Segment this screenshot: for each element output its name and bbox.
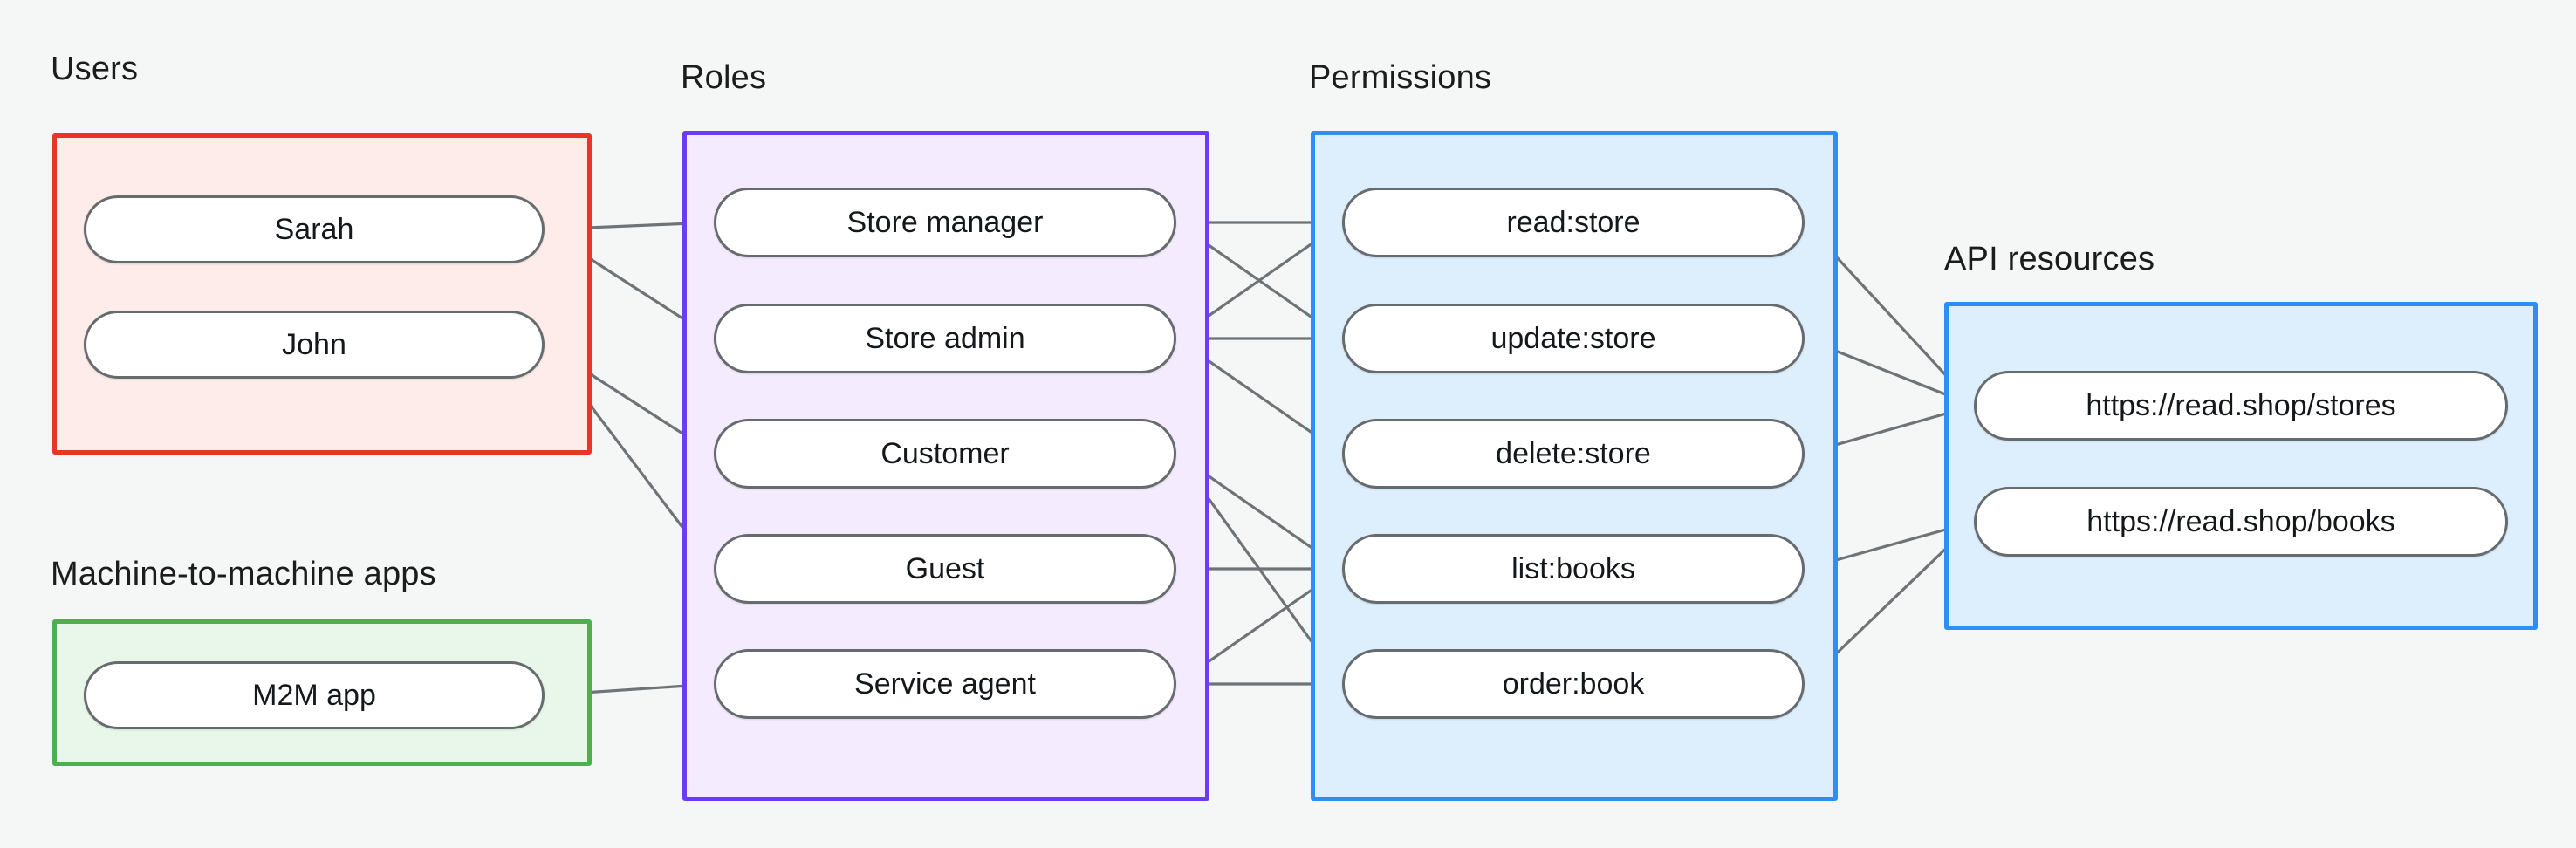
node-guest[interactable]: Guest — [714, 534, 1176, 604]
group-label-m2m: Machine-to-machine apps — [51, 556, 436, 592]
group-box-users — [52, 133, 592, 455]
node-label-read_store: read:store — [1506, 205, 1641, 239]
node-label-john: John — [282, 327, 346, 361]
node-order_book[interactable]: order:book — [1342, 649, 1805, 719]
node-store_manager[interactable]: Store manager — [714, 188, 1176, 257]
node-list_books[interactable]: list:books — [1342, 534, 1805, 604]
node-label-delete_store: delete:store — [1496, 436, 1651, 470]
node-label-m2m_app: M2M app — [252, 678, 376, 712]
node-label-order_book: order:book — [1502, 667, 1645, 701]
group-box-resources — [1944, 302, 2538, 630]
node-label-service_agent: Service agent — [854, 667, 1036, 701]
node-label-update_store: update:store — [1490, 321, 1656, 355]
group-label-roles: Roles — [681, 59, 767, 96]
node-label-customer: Customer — [880, 436, 1010, 470]
node-label-guest: Guest — [905, 551, 985, 585]
node-label-store_manager: Store manager — [846, 205, 1044, 239]
node-label-res_books: https://read.shop/books — [2086, 504, 2395, 538]
node-john[interactable]: John — [84, 311, 545, 379]
node-update_store[interactable]: update:store — [1342, 304, 1805, 373]
node-service_agent[interactable]: Service agent — [714, 649, 1176, 719]
node-label-res_stores: https://read.shop/stores — [2086, 388, 2396, 422]
node-label-sarah: Sarah — [274, 212, 354, 246]
group-label-users: Users — [51, 51, 139, 87]
node-res_books[interactable]: https://read.shop/books — [1974, 487, 2508, 557]
node-label-store_admin: Store admin — [865, 321, 1025, 355]
node-label-list_books: list:books — [1511, 551, 1635, 585]
node-res_stores[interactable]: https://read.shop/stores — [1974, 371, 2508, 441]
node-sarah[interactable]: Sarah — [84, 195, 545, 263]
group-label-permissions: Permissions — [1309, 59, 1492, 96]
node-customer[interactable]: Customer — [714, 419, 1176, 489]
group-label-resources: API resources — [1944, 241, 2155, 277]
node-m2m_app[interactable]: M2M app — [84, 661, 545, 729]
node-read_store[interactable]: read:store — [1342, 188, 1805, 257]
node-delete_store[interactable]: delete:store — [1342, 419, 1805, 489]
node-store_admin[interactable]: Store admin — [714, 304, 1176, 373]
